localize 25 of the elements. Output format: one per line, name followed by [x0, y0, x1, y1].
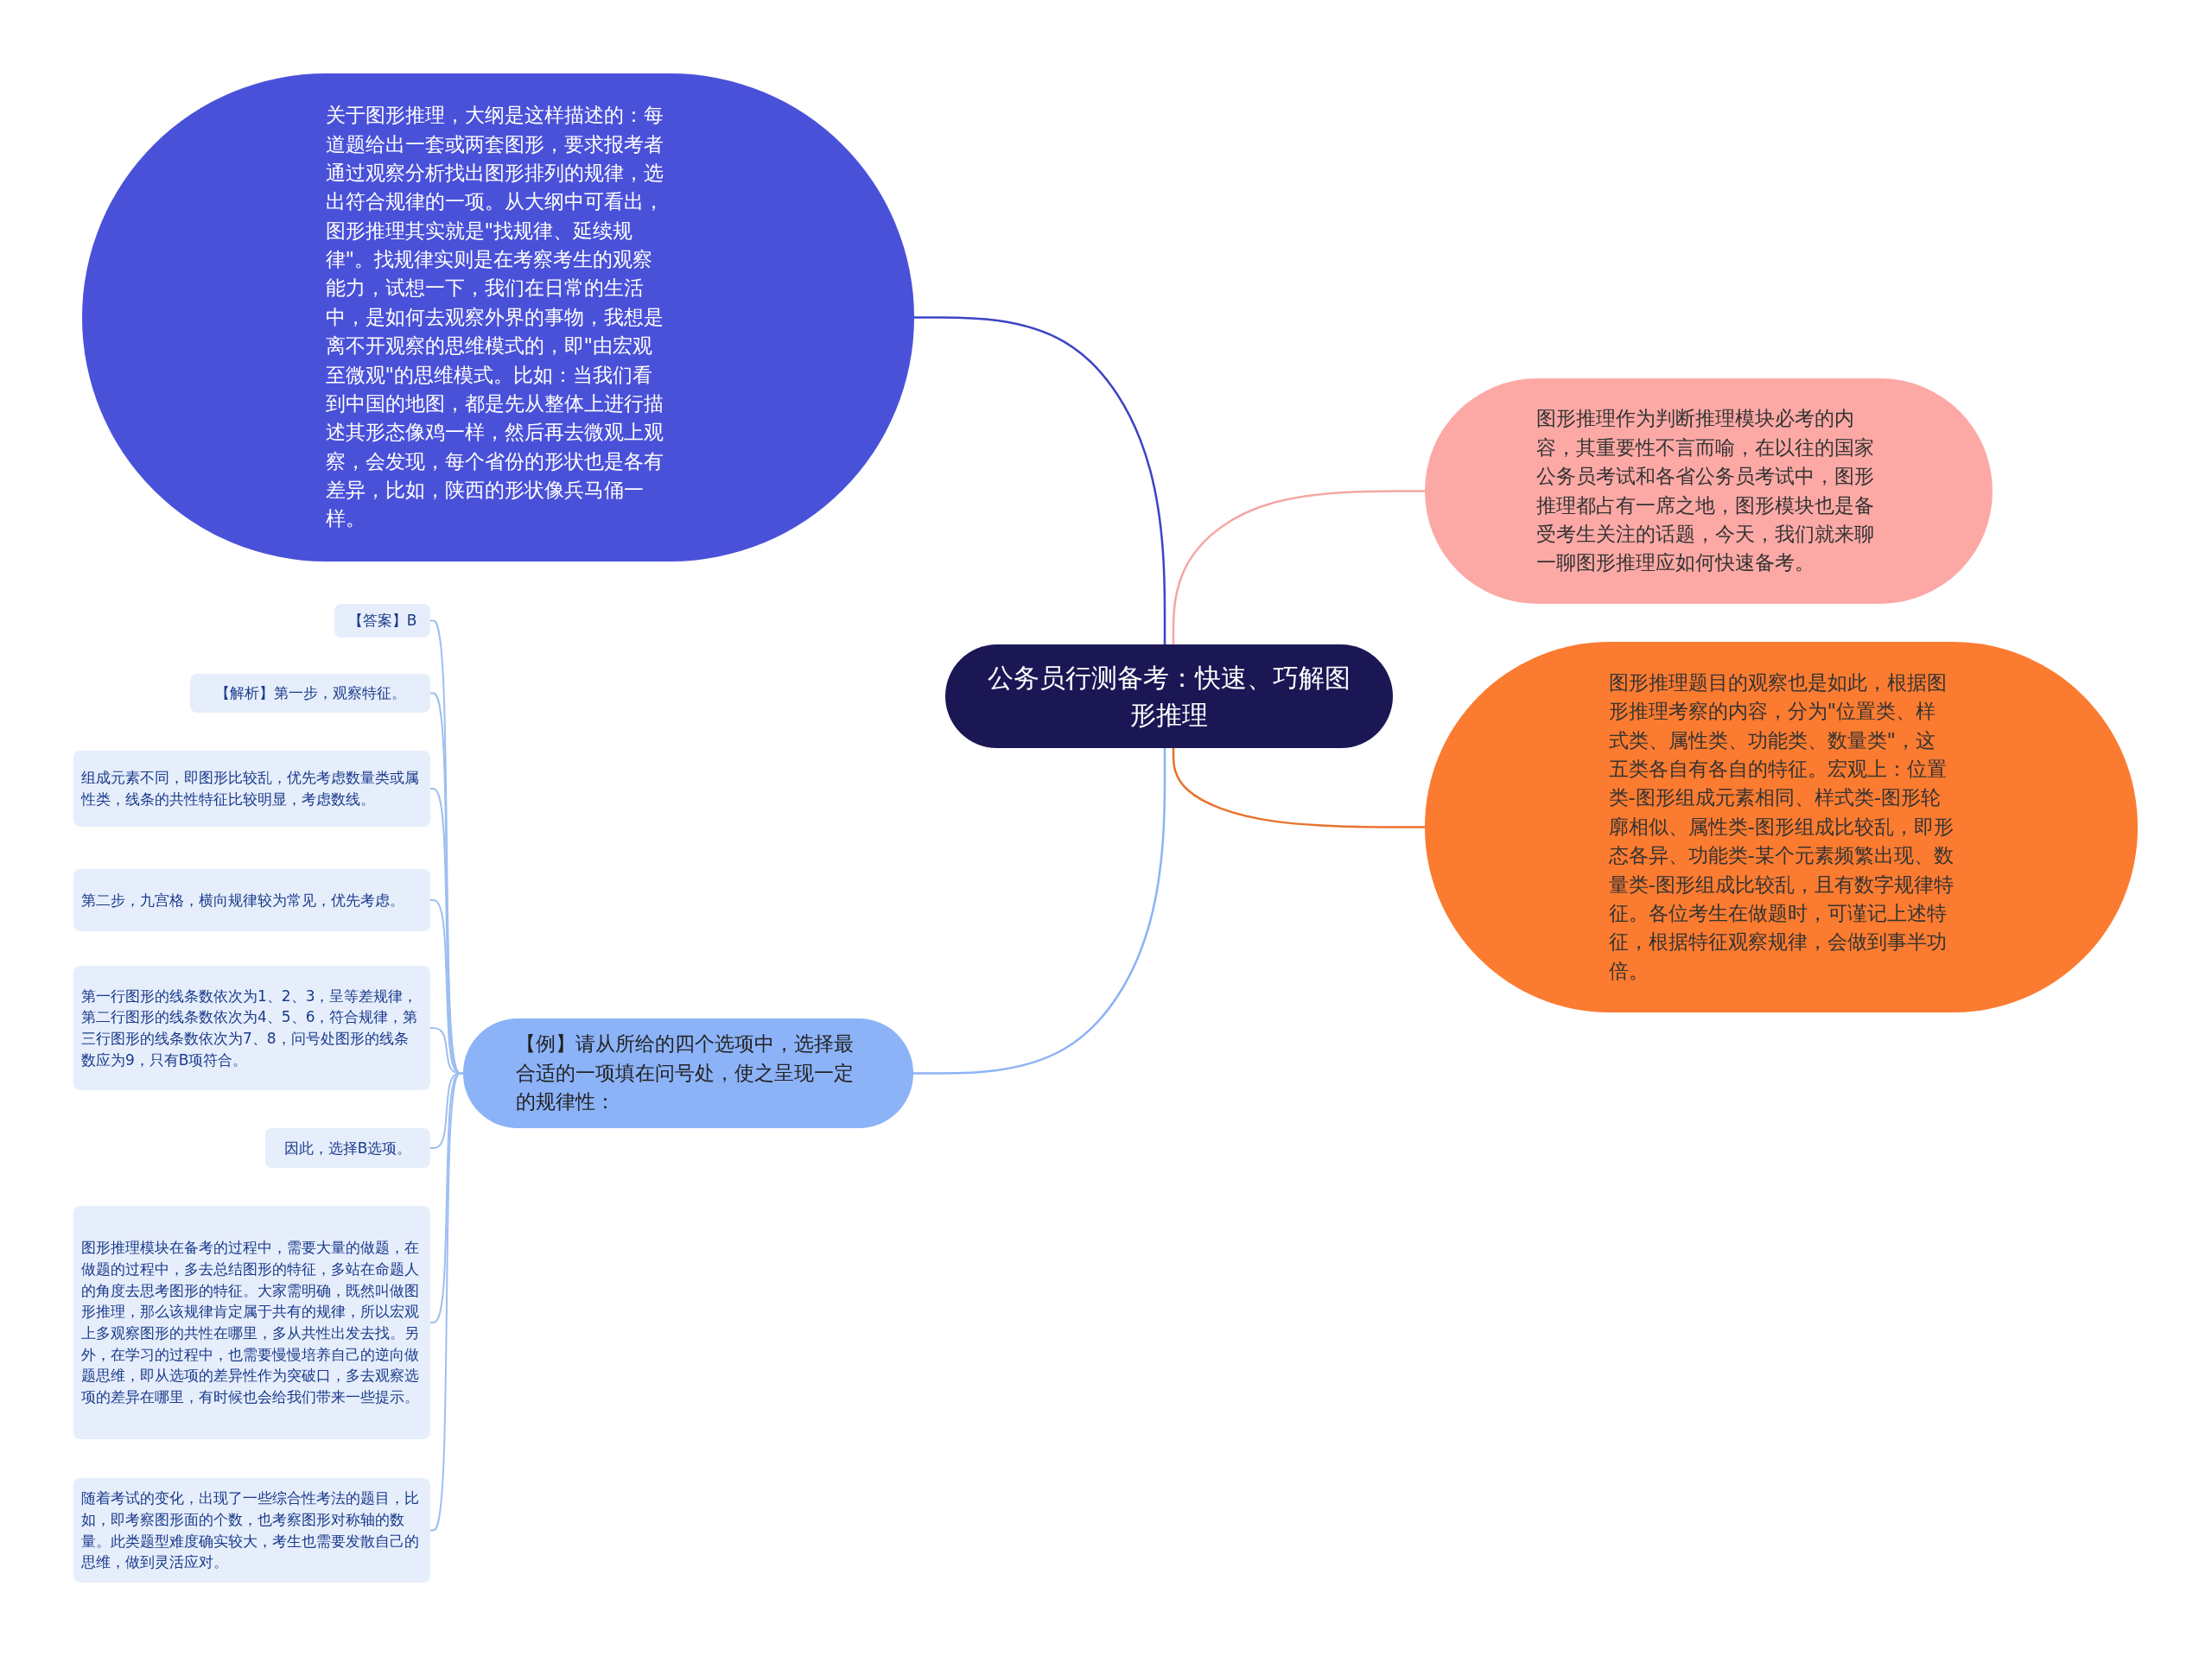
note-card [265, 1128, 430, 1168]
note-card [73, 966, 430, 1090]
topic-text: 图形推理模块在备考的过程中，需要大量的做题，在做题的过程中，多去总结图形的特征，多站在命题人的角度去思考图形的特征。大家需明确，既然叫做图形推理，那么该规律肯定属于共有的规律，所以宏观上多观察图形的共性在哪里，多从共性出发去找。另外，在学习的过程中，也需要慢慢培养自己的逆向做题思维，即从选项的差异性作为突破口，多去观察选项的差异在哪里，有时候也会给我们带来一些提示。 [81, 1238, 420, 1407]
topic-text: 图形推理题目的观察也是如此，根据图形推理考察的内容，分为"位置类、样式类、属性类、功能类、数量类"，这五类各自有各自的特征。宏观上：位置类-图形组成元素相同、样式类-图形轮廓相似、属性类-图形组成比较乱，即形态各异、功能类-某个元素频繁出现、数量类-图形组成比较乱，且有数字规律特征。各位考生在做题时，可谨记上述特征，根据特征观察规律，会做到事半功倍。 [1608, 670, 1955, 984]
topic-text: 【解析】第一步，观察特征。 [214, 683, 406, 704]
note-card [73, 751, 430, 827]
topic-text: 【例】请从所给的四个选项中，选择最合适的一项填在问号处，使之呈现一定的规律性： [515, 1031, 855, 1115]
topic-title: 公务员行测备考：快速、巧解图形推理 [988, 661, 1351, 732]
note-card [73, 1478, 430, 1583]
topic-text: 随着考试的变化，出现了一些综合性考法的题目，比如，即考察图形面的个数，也考察图形对称轴的数量。此类题型难度确实较大，考生也需要发散自己的思维，做到灵活应对。 [81, 1488, 420, 1573]
topic-text: 图形推理作为判断推理模块必考的内容，其重要性不言而喻，在以往的国家公务员考试和各省公务员考试中，图形推理都占有一席之地，图形模块也是备受考生关注的话题，今天，我们就来聊一聊图形推理应如何快速备考。 [1535, 406, 1875, 576]
topic-text: 因此，选择B选项。 [283, 1138, 412, 1158]
connector-line [1172, 490, 1425, 644]
connector-line [914, 316, 1166, 644]
connector-line [1172, 748, 1425, 828]
topic-text: 关于图形推理，大纲是这样描述的：每道题给出一套或两套图形，要求报考者通过观察分析找出图形排列的规律，选出符合规律的一项。从大纲中可看出，图形推理其实就是"找规律、延续规律"。找规律实则是在考察考生的观察能力，试想一下，我们在日常的生活中，是如何去观察外界的事物，我想是离不开观察的思维模式的，即"由宏观至微观"的思维模式。比如：当我们看到中国的地图，都是先从整体上进行描述其形态像鸡一样，然后再去微观上观察，会发现，每个省份的形状也是各有差异，比如，陕西的形状像兵马俑一样。 [325, 103, 664, 532]
note-card [73, 1206, 430, 1439]
topic-text: 第一行图形的线条数依次为1、2、3，呈等差规律，第二行图形的线条数依次为4、5、6，符合规律，第三行图形的线条数依次为7、8，问号处图形的线条数应为9，只有B项符合。 [81, 986, 419, 1070]
note-card [190, 674, 430, 713]
note-card [334, 604, 430, 638]
topic-text: 第二步，九宫格，横向规律较为常见，优先考虑。 [81, 890, 405, 910]
note-card [73, 869, 430, 931]
connector-line [913, 748, 1166, 1075]
topic-text: 【答案】B [347, 611, 417, 631]
topic-text: 组成元素不同，即图形比较乱，优先考虑数量类或属性类，线条的共性特征比较明显，考虑数线。 [81, 768, 420, 809]
